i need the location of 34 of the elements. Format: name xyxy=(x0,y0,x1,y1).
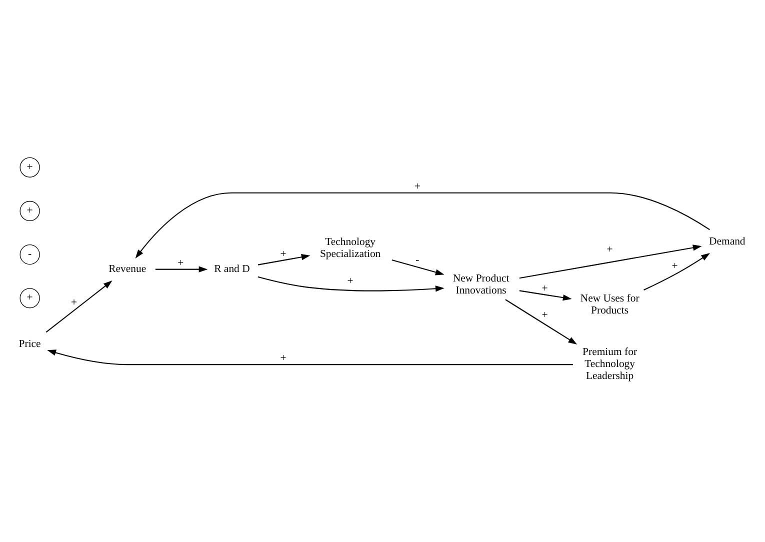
edge-label: + xyxy=(672,260,678,272)
node-text: Price xyxy=(18,337,41,350)
node-text: New Product Innovations xyxy=(452,272,510,296)
edge-label: + xyxy=(347,274,354,286)
arrow xyxy=(505,298,578,344)
label: + xyxy=(26,291,33,304)
edge-label: + xyxy=(606,242,613,255)
node-text: Technology Specialization xyxy=(320,236,381,260)
arrow xyxy=(46,280,112,332)
edge-label: - xyxy=(416,254,420,266)
arrow xyxy=(155,266,208,272)
arrow xyxy=(519,244,702,278)
edge-label: + xyxy=(280,352,286,364)
label: + xyxy=(26,160,33,172)
edge-label: + xyxy=(71,296,78,308)
edge-label: + xyxy=(542,308,548,321)
edge-label: + xyxy=(542,282,548,294)
arrow xyxy=(519,290,572,300)
arrow xyxy=(135,192,710,258)
node-text: Revenue xyxy=(108,262,146,274)
node-text: New Uses for Products xyxy=(580,292,640,316)
node-text: R and D xyxy=(214,262,250,274)
node-text: Premium for Technology Leadership xyxy=(582,346,638,382)
arrow xyxy=(392,258,444,275)
arrow xyxy=(258,254,310,265)
arrow xyxy=(258,276,444,292)
arrow xyxy=(644,252,710,290)
label: - xyxy=(28,248,32,260)
label: + xyxy=(26,204,33,216)
arrow xyxy=(47,349,573,365)
edge-label: + xyxy=(280,248,286,260)
edge-label: + xyxy=(414,180,420,192)
node-text: Demand xyxy=(708,234,746,247)
edge-label: + xyxy=(178,256,184,268)
